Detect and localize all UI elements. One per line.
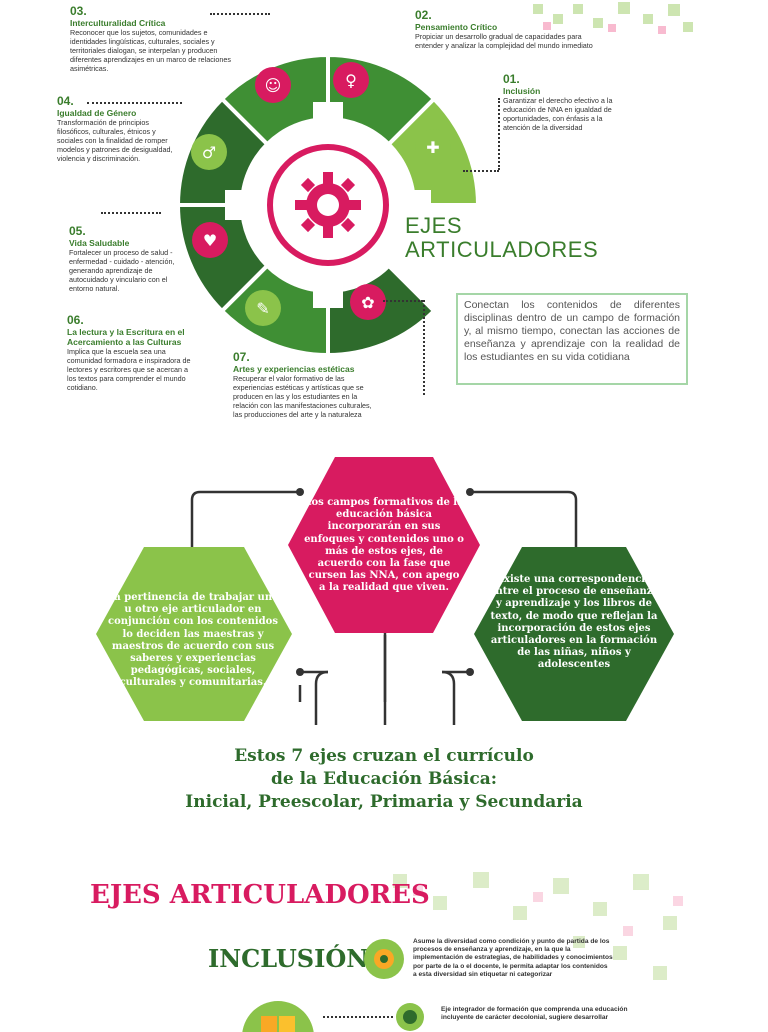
svg-text:✎: ✎ — [256, 299, 269, 318]
axis-03-block: 03. Interculturalidad Crítica Reconocer … — [70, 4, 275, 73]
connector-line — [210, 13, 270, 15]
axis-description: Recuperar el valor formativo de las expe… — [233, 374, 372, 419]
section-title: EJES ARTICULADORES — [405, 214, 598, 262]
connector-line — [323, 1016, 393, 1018]
axis-description: Garantizar el derecho efectivo a la educ… — [503, 96, 613, 132]
svg-text:✿: ✿ — [361, 293, 374, 312]
curriculum-statement: Estos 7 ejes cruzan el currículo de la E… — [120, 745, 648, 814]
axis-05-block: 05. Vida Saludable Fortalecer un proceso… — [69, 212, 194, 293]
axis-number: 02. — [415, 8, 432, 22]
axis-number: 01. — [503, 72, 520, 86]
inclusion-title: INCLUSIÓN — [208, 944, 369, 973]
axis-number: 04. — [57, 94, 74, 108]
statement-line-2: de la Educación Básica: — [270, 769, 498, 789]
connector-lines-bottom — [296, 635, 474, 725]
axis-description: Implica que la escuela sea una comunidad… — [67, 347, 191, 392]
axis-number: 05. — [69, 224, 86, 238]
axis-04-block: 04. Igualdad de Género Transformación de… — [57, 94, 197, 163]
hex-left-shape — [96, 547, 292, 721]
decorative-pattern — [393, 872, 683, 980]
connector-line — [87, 102, 182, 104]
svg-text:☺: ☺ — [265, 76, 282, 95]
svg-text:♂: ♂ — [202, 143, 216, 162]
statement-line-3: Inicial, Preescolar, Primaria y Secundar… — [185, 792, 583, 812]
connector-line — [498, 98, 500, 170]
svg-text:✚: ✚ — [426, 138, 439, 157]
inclusion-icon — [364, 939, 404, 979]
axis-title: Artes y experiencias estéticas — [233, 364, 355, 374]
connector-line — [463, 170, 499, 172]
axis-number: 06. — [67, 313, 84, 327]
connector-line — [423, 300, 425, 395]
inclusion-description: Asume la diversidad como condición y pun… — [413, 938, 613, 978]
axis-title: Interculturalidad Crítica — [70, 18, 166, 28]
hex-center-shape — [288, 457, 480, 633]
axis-description: Transformación de principios filosóficos… — [57, 118, 173, 163]
statement-line-1: Estos 7 ejes cruzan el currículo — [234, 746, 534, 766]
hex-center-text: Los campos formativos de la educación bá… — [304, 497, 464, 594]
gear-wheel-graphic: ♀ ✚ ☺ ♂ ♥ ✎ ✿ — [175, 52, 481, 358]
axis-number: 07. — [233, 350, 250, 364]
axis-number: 03. — [70, 4, 87, 18]
decorative-pattern — [533, 2, 693, 34]
world-icon — [396, 1003, 424, 1031]
infographic-panel-bottom: EJES ARTICULADORES INCLUSIÓN Asume la di… — [43, 866, 693, 1032]
hex-right-text: Existe una correspondencia entre el proc… — [489, 574, 659, 671]
puzzle-icon — [242, 1001, 314, 1032]
hex-right-shape — [474, 547, 674, 721]
axis-description: Reconocer que los sujetos, comunidades e… — [70, 28, 232, 73]
axis-06-block: 06. La lectura y la Escritura en el Acer… — [67, 313, 217, 392]
summary-box: Conectan los contenidos de diferentes di… — [456, 293, 688, 385]
axis-title: Pensamiento Crítico — [415, 22, 498, 32]
svg-text:♥: ♥ — [203, 231, 217, 250]
axis-title: La lectura y la Escritura en el Acercami… — [67, 327, 185, 347]
axis-07-block: 07. Artes y experiencias estéticas Recup… — [233, 350, 383, 419]
axis-01-block: 01. Inclusión Garantizar el derecho efec… — [503, 72, 633, 132]
hex-left-text: La pertinencia de trabajar uno u otro ej… — [107, 592, 279, 689]
axis-description: Propiciar un desarrollo gradual de capac… — [415, 32, 593, 50]
connector-line — [101, 212, 161, 214]
axis-02-block: 02. Pensamiento Crítico Propiciar un des… — [415, 8, 605, 50]
svg-text:♀: ♀ — [345, 71, 357, 90]
axis-title: Igualdad de Género — [57, 108, 137, 118]
axis-description: Fortalecer un proceso de salud - enferme… — [69, 248, 175, 293]
section-title: EJES ARTICULADORES — [90, 880, 430, 910]
infographic-panel-top: ♀ ✚ ☺ ♂ ♥ ✎ ✿ 03. Interculturalidad Crít… — [43, 0, 700, 432]
title-line-2: ARTICULADORES — [405, 237, 599, 262]
axis-title: Inclusión — [503, 86, 541, 96]
title-line-1: EJES — [405, 213, 463, 238]
second-description: Eje integrador de formación que comprend… — [441, 1006, 628, 1022]
axis-title: Vida Saludable — [69, 238, 130, 248]
connector-line — [383, 300, 423, 302]
